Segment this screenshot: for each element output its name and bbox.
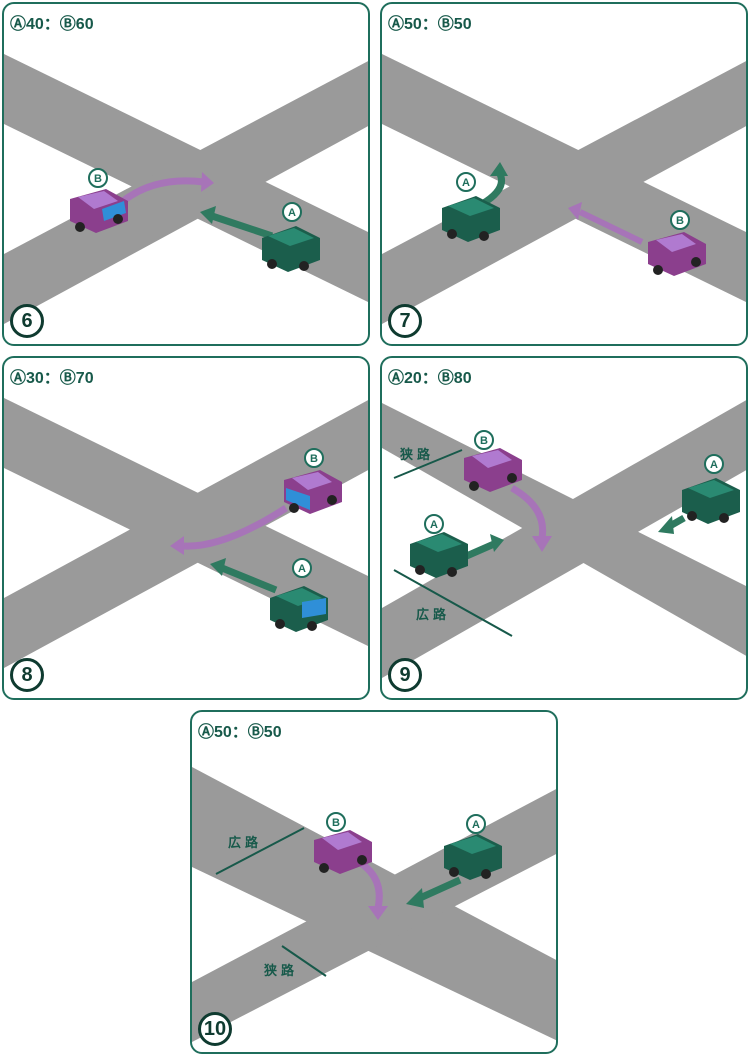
narrow-road-label: 狭路 xyxy=(264,963,299,978)
pin-a-right: A xyxy=(704,454,724,474)
car-b xyxy=(648,232,706,276)
intersection-scene: B A xyxy=(4,54,368,324)
pin-b: B xyxy=(670,210,690,230)
fault-ratio: Ⓐ20：Ⓑ80 xyxy=(388,370,472,387)
panel-6: B A Ⓐ40：Ⓑ60 6 xyxy=(2,2,370,346)
car-a xyxy=(444,834,502,880)
pin-a: A xyxy=(282,202,302,222)
pin-a: A xyxy=(456,172,476,192)
pin-b: B xyxy=(474,430,494,450)
panel-number-badge: 6 xyxy=(10,304,44,338)
arrow-a-head xyxy=(200,206,216,224)
car-a xyxy=(262,226,320,272)
svg-text:A: A xyxy=(472,819,480,831)
svg-text:A: A xyxy=(710,459,718,471)
road-diagonal-2 xyxy=(4,61,368,324)
panel-number-badge: 10 xyxy=(198,1012,232,1046)
arrow-b-path xyxy=(119,177,205,205)
car-a xyxy=(270,586,328,632)
intersection-scene: B A xyxy=(4,398,368,668)
pin-b: B xyxy=(326,812,346,832)
arrow-b-path xyxy=(183,505,288,550)
panel-number-badge: 7 xyxy=(388,304,422,338)
car-a-left xyxy=(410,532,468,578)
wide-road-label: 広路 xyxy=(416,607,451,622)
intersection-scene: B A A xyxy=(382,400,746,678)
narrow-road-measure xyxy=(281,945,327,977)
pin-b: B xyxy=(304,448,324,468)
wide-road-measure xyxy=(393,569,513,637)
car-b xyxy=(464,448,522,492)
car-b xyxy=(314,830,372,874)
svg-text:A: A xyxy=(298,563,306,575)
fault-ratio: Ⓐ40：Ⓑ60 xyxy=(10,16,94,33)
arrow-b-path xyxy=(510,484,547,539)
svg-text:B: B xyxy=(94,173,102,185)
narrow-road-label: 狭路 xyxy=(400,447,435,462)
svg-text:A: A xyxy=(288,207,296,219)
panel-7: A B Ⓐ50：Ⓑ50 7 xyxy=(380,2,748,346)
svg-text:B: B xyxy=(310,453,318,465)
svg-text:A: A xyxy=(462,177,470,189)
svg-text:B: B xyxy=(332,817,340,829)
narrow-road-measure xyxy=(393,449,463,479)
pin-a: A xyxy=(292,558,312,578)
panel-10: B A Ⓐ50：Ⓑ50 広路 狭路 10 xyxy=(190,710,558,1054)
wide-road-label: 広路 xyxy=(228,835,263,850)
pin-b: B xyxy=(88,168,108,188)
arrow-a-path xyxy=(210,212,274,240)
car-a xyxy=(442,196,500,242)
arrow-b-head xyxy=(201,172,214,192)
panel-8: B A Ⓐ30：Ⓑ70 8 xyxy=(2,356,370,700)
panel-number-badge: 8 xyxy=(10,658,44,692)
arrow-a-path xyxy=(418,876,462,902)
car-b xyxy=(70,189,128,233)
arrow-a-path xyxy=(220,564,278,594)
car-b xyxy=(284,470,342,514)
wide-road-measure xyxy=(215,827,305,875)
intersection-scene: A B xyxy=(382,54,746,324)
fault-ratio: Ⓐ50：Ⓑ50 xyxy=(388,16,472,33)
panel-9: B A A Ⓐ20：Ⓑ80 狭路 広路 9 xyxy=(380,356,748,700)
svg-text:A: A xyxy=(430,519,438,531)
pin-a-left: A xyxy=(424,514,444,534)
pin-a: A xyxy=(466,814,486,834)
car-a-right xyxy=(682,478,740,524)
fault-ratio: Ⓐ30：Ⓑ70 xyxy=(10,370,94,387)
svg-text:B: B xyxy=(480,435,488,447)
intersection-scene: B A xyxy=(192,767,556,1042)
fault-ratio: Ⓐ50：Ⓑ50 xyxy=(198,724,282,741)
panel-number-badge: 9 xyxy=(388,658,422,692)
svg-text:B: B xyxy=(676,215,684,227)
arrow-b-path xyxy=(578,209,644,245)
arrow-b-path xyxy=(359,861,383,909)
